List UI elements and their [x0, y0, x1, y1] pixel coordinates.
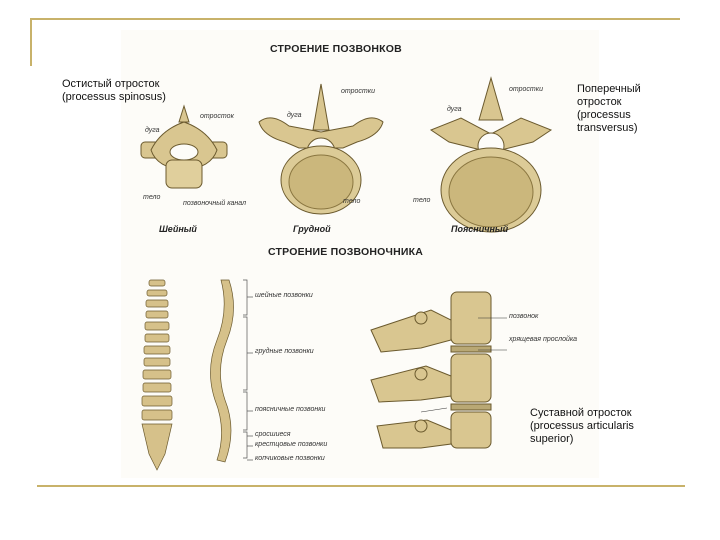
frame-top-line	[30, 18, 680, 20]
spine-thoracic-label: грудные позвонки	[255, 348, 314, 355]
lumbar-arch-label: дуга	[447, 106, 462, 113]
articular-process-label: Суставной отросток (processus articulari…	[530, 407, 634, 445]
spinous-process-label: Остистый отросток (processus spinosus)	[62, 78, 166, 103]
frame-left-line	[30, 18, 32, 66]
lumbar-processes-label: отростки	[509, 86, 543, 93]
thoracic-processes-label: отростки	[341, 88, 375, 95]
segment-disc-label: хрящевая прослойка	[509, 336, 578, 343]
cervical-canal-label: позвоночный канал	[183, 200, 247, 207]
spine-brackets	[243, 279, 253, 461]
lumbar-vertebra-drawing	[429, 76, 553, 233]
lumbar-segment-drawing	[370, 291, 492, 449]
cervical-arch-label: дуга	[145, 127, 160, 134]
thoracic-arch-label: дуга	[287, 112, 302, 119]
spine-fused-label: сросшиеся	[255, 431, 291, 438]
thoracic-vertebra-drawing	[258, 83, 384, 215]
anatomy-illustration: СТРОЕНИЕ ПОЗВОНКОВ СТРОЕНИЕ ПОЗВОНОЧНИКА…	[121, 30, 599, 478]
thoracic-caption: Грудной	[293, 224, 331, 234]
spine-sacral-label: крестцовые позвонки	[255, 441, 328, 448]
spine-coccygeal-label: копчиковые позвонки	[255, 455, 325, 462]
spine-side-drawing	[210, 279, 234, 463]
vertebrae-drawing	[140, 76, 553, 471]
cervical-body-label: тело	[143, 194, 161, 201]
vertebrae-title: СТРОЕНИЕ ПОЗВОНКОВ	[270, 43, 402, 55]
cervical-caption: Шейный	[159, 224, 197, 234]
spine-cervical-label: шейные позвонки	[255, 292, 313, 299]
segment-vertebra-label: позвонок	[509, 313, 539, 320]
cervical-vertebra-drawing	[140, 104, 228, 189]
thoracic-body-label: тело	[343, 198, 361, 205]
cervical-process-label: отросток	[200, 113, 234, 120]
lumbar-body-label: тело	[413, 197, 431, 204]
lumbar-caption: Поясничный	[451, 224, 509, 234]
spine-title: СТРОЕНИЕ ПОЗВОНОЧНИКА	[268, 246, 424, 258]
spine-lumbar-label: поясничные позвонки	[255, 406, 326, 413]
transverse-process-label: Поперечный отросток (processus transvers…	[577, 83, 641, 134]
pointer-lines	[420, 317, 507, 413]
frame-bottom-line	[37, 485, 685, 487]
spine-front-drawing	[141, 279, 173, 471]
